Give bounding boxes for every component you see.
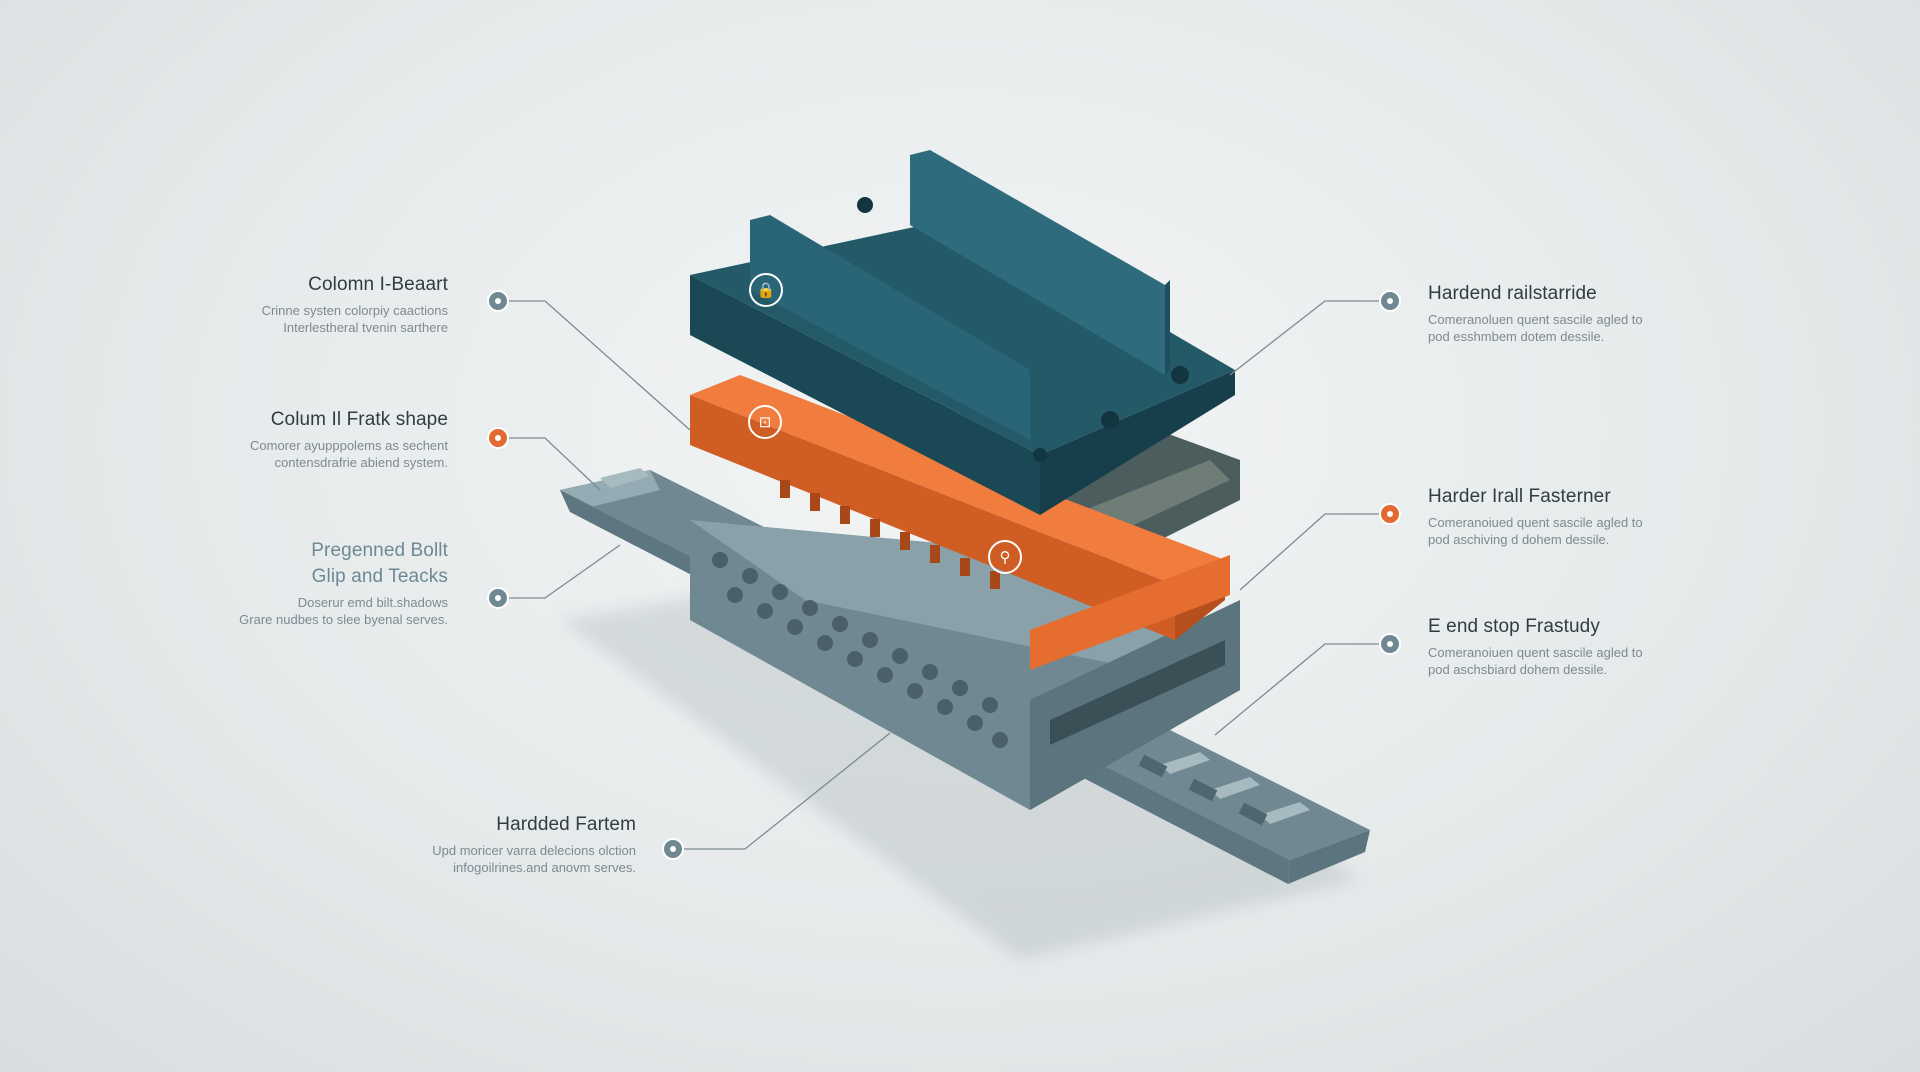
callout-dot-hardened-rail-stride[interactable] xyxy=(1379,290,1401,312)
callout-description: Comorer ayupppolems as sechent contensdr… xyxy=(250,438,448,470)
callout-description: Crinne systen colorpiy caactions Interle… xyxy=(261,303,448,335)
callout-description: Comeranoiued quent sascile agled to pod … xyxy=(1428,515,1643,547)
lock-icon: 🔒 xyxy=(749,273,783,307)
callout-rail-fastener: Harder Irall Fasterner Comeranoiued quen… xyxy=(1428,484,1728,548)
callout-description: Upd moricer varra delecions olction info… xyxy=(432,843,636,875)
orange-frame-layer xyxy=(690,375,1230,670)
callout-title: Harder Irall Fasterner xyxy=(1428,486,1611,507)
callout-bolt-clip: Pregenned Bollt Glip and Teacks Doserur … xyxy=(148,538,448,628)
callout-hardened-fastem: Hardded Fartem Upd moricer varra delecio… xyxy=(336,812,636,876)
callout-dot-rail-fastener[interactable] xyxy=(1379,503,1401,525)
pin-icon: ⚲ xyxy=(988,540,1022,574)
stamp-icon: ⊡ xyxy=(748,405,782,439)
callout-end-stop: E end stop Frastudy Comeranoiuen quent s… xyxy=(1428,614,1728,678)
callout-dot-bolt-clip[interactable] xyxy=(487,587,509,609)
callout-frame-shape: Colum Il Fratk shape Comorer ayupppolems… xyxy=(148,407,448,471)
teal-top-plate xyxy=(690,150,1235,515)
callout-title: E end stop Frastudy xyxy=(1428,616,1600,637)
callout-title: Hardded Fartem xyxy=(496,814,636,835)
callout-description: Doserur emd bilt.shadows Grare nudbes to… xyxy=(239,595,448,627)
callout-dot-end-stop[interactable] xyxy=(1379,633,1401,655)
callout-title: Pregenned Bollt Glip and Teacks xyxy=(311,540,448,587)
callout-title: Hardend railstarride xyxy=(1428,283,1597,304)
callout-description: Comeranoiuen quent sascile agled to pod … xyxy=(1428,645,1643,677)
callout-col-i-beam: Colomn I-Beaart Crinne systen colorpiy c… xyxy=(148,272,448,336)
leader-lines xyxy=(506,300,1379,850)
callout-dot-col-i-beam[interactable] xyxy=(487,290,509,312)
callout-dot-frame-shape[interactable] xyxy=(487,427,509,449)
callout-dot-hardened-fastem[interactable] xyxy=(662,838,684,860)
callout-hardened-rail-stride: Hardend railstarride Comeranoluen quent … xyxy=(1428,281,1728,345)
callout-title: Colomn I-Beaart xyxy=(308,274,448,295)
callout-title: Colum Il Fratk shape xyxy=(270,409,448,430)
callout-description: Comeranoluen quent sascile agled to pod … xyxy=(1428,312,1643,344)
